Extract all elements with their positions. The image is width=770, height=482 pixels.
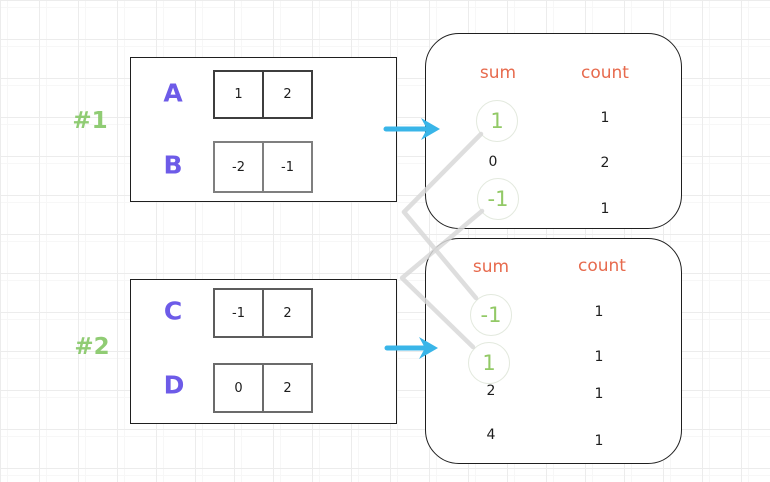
count-value: 1 [594, 349, 604, 365]
count-value: 1 [600, 110, 610, 126]
sum-value: -1 [487, 187, 509, 211]
array-a-label: A [163, 78, 183, 108]
array-cell: 1 [213, 70, 264, 119]
array-d-cells: 0 2 [213, 363, 313, 413]
highlighted-sum-value: 1 [476, 100, 518, 142]
sum-value: 2 [486, 383, 496, 399]
group-1-box: A 1 2 B -2 -1 [130, 57, 397, 202]
array-d-label: D [163, 370, 185, 400]
highlighted-sum-value: -1 [477, 178, 519, 220]
group-2-box: C -1 2 D 0 2 [130, 279, 397, 424]
array-c-cells: -1 2 [213, 288, 313, 338]
count-value: 2 [600, 155, 610, 171]
sum-count-table-1: sum count 1 1 0 2 -1 1 [425, 33, 682, 229]
sum-value: 0 [488, 154, 498, 170]
count-value: 1 [594, 304, 604, 320]
sum-value: 4 [486, 427, 496, 443]
group-1-label: #1 [72, 108, 108, 134]
array-cell: 2 [262, 363, 313, 413]
count-header: count [578, 256, 626, 276]
highlighted-sum-value: 1 [468, 342, 510, 384]
array-cell: -1 [213, 288, 264, 338]
sum-header: sum [479, 63, 517, 83]
array-b-cells: -2 -1 [213, 141, 313, 193]
count-value: 1 [600, 201, 610, 217]
highlighted-sum-value: -1 [470, 294, 512, 336]
sum-header: sum [472, 257, 510, 277]
array-c-label: C [163, 296, 183, 326]
group-2-label: #2 [74, 334, 110, 360]
count-header: count [581, 63, 629, 83]
array-cell: -2 [213, 141, 264, 193]
sum-value: 1 [490, 109, 504, 133]
sum-value: 1 [482, 351, 496, 375]
array-b-label: B [163, 150, 183, 180]
array-cell: 0 [213, 363, 264, 413]
count-value: 1 [594, 433, 604, 449]
count-value: 1 [594, 386, 604, 402]
array-cell: 2 [262, 70, 313, 119]
array-a-cells: 1 2 [213, 70, 313, 119]
array-cell: -1 [262, 141, 313, 193]
sum-count-table-2: sum count -1 1 1 1 2 1 4 1 [425, 238, 682, 464]
sum-value: -1 [480, 303, 502, 327]
array-cell: 2 [262, 288, 313, 338]
